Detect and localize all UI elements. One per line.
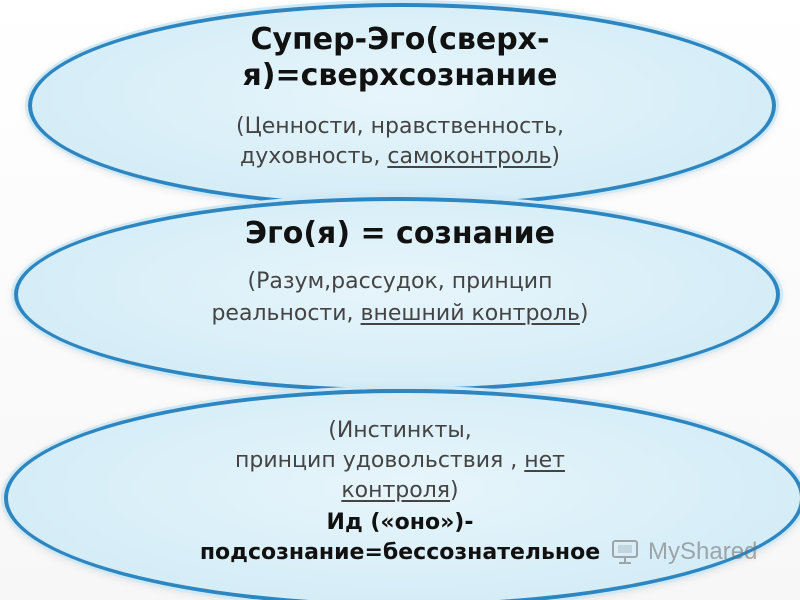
ego-subtitle: (Разум,рассудок, принцип реальности, вне… bbox=[140, 266, 660, 330]
id-subtitle-line2-underlined: нет bbox=[524, 448, 565, 473]
ego-title: Эго(я) = сознание bbox=[245, 216, 555, 251]
ellipse-ego bbox=[14, 197, 780, 392]
ellipse-id bbox=[4, 389, 800, 600]
superego-subtitle-prefix: духовность, bbox=[239, 144, 388, 169]
id-subtitle: (Инстинкты, принцип удовольствия , нет к… bbox=[150, 416, 650, 506]
superego-subtitle-underlined: самоконтроль bbox=[387, 144, 552, 169]
id-subtitle-line3: контроля) bbox=[150, 476, 650, 506]
superego-subtitle: (Ценности, нравственность, духовность, с… bbox=[140, 112, 660, 172]
superego-subtitle-line1: (Ценности, нравственность, bbox=[236, 114, 564, 139]
ego-subtitle-line2: реальности, внешний контроль) bbox=[140, 298, 660, 330]
id-title: Ид («оно»)- подсознание=бессознательное bbox=[120, 508, 680, 568]
ellipse-superego bbox=[28, 3, 776, 208]
superego-title-line2: я)=сверхсознание bbox=[242, 58, 558, 93]
id-title-line2: подсознание=бессознательное bbox=[199, 540, 601, 565]
superego-subtitle-line2: духовность, самоконтроль) bbox=[140, 142, 660, 172]
superego-subtitle-suffix: ) bbox=[551, 144, 561, 169]
ego-subtitle-line1: (Разум,рассудок, принцип bbox=[247, 269, 553, 294]
id-subtitle-line1: (Инстинкты, bbox=[328, 418, 472, 443]
superego-title-line1: Супер-Эго(сверх- bbox=[250, 22, 550, 57]
watermark-text: MyShared bbox=[648, 538, 758, 565]
id-subtitle-line2-prefix: принцип удовольствия , bbox=[235, 448, 525, 473]
id-subtitle-line3-suffix: ) bbox=[450, 478, 459, 503]
id-subtitle-line3-underlined: контроля bbox=[341, 478, 451, 503]
ego-subtitle-suffix: ) bbox=[579, 301, 589, 326]
id-subtitle-line2: принцип удовольствия , нет bbox=[150, 446, 650, 476]
ego-subtitle-prefix: реальности, bbox=[211, 301, 361, 326]
ego-subtitle-underlined: внешний контроль bbox=[360, 301, 580, 326]
superego-title: Супер-Эго(сверх- я)=сверхсознание bbox=[140, 22, 660, 94]
presentation-icon bbox=[612, 540, 638, 564]
watermark: MyShared bbox=[610, 534, 790, 570]
id-title-line1: Ид («оно»)- bbox=[326, 510, 474, 535]
